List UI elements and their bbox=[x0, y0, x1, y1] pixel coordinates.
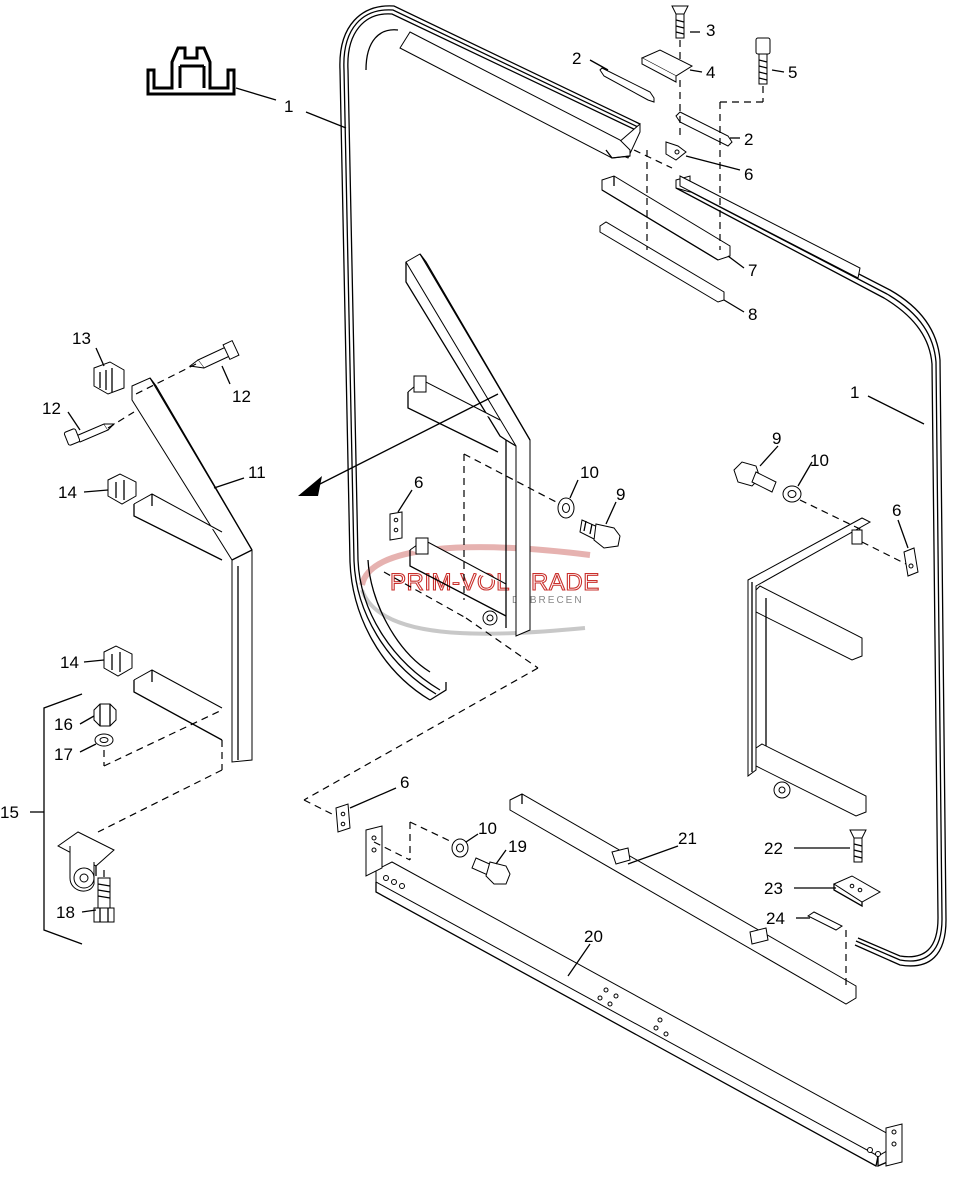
callout-6: 6 bbox=[400, 773, 409, 792]
assembly-lines-bottom bbox=[373, 821, 453, 861]
handle-frame-11 bbox=[131, 377, 253, 763]
direction-arrow bbox=[298, 393, 499, 496]
door-seal-frame bbox=[339, 5, 947, 967]
bracket-plate-23 bbox=[832, 875, 882, 908]
clip-14-lower bbox=[103, 645, 133, 677]
callout-1: 1 bbox=[284, 97, 293, 116]
bolt-9-right bbox=[733, 461, 777, 493]
callout-10: 10 bbox=[580, 463, 599, 482]
callouts: 1 1 2 2 3 4 5 6 6 6 6 7 8 9 9 10 10 10 1… bbox=[0, 21, 901, 946]
washer-10-center bbox=[557, 497, 575, 519]
callout-12: 12 bbox=[232, 387, 251, 406]
socket-screw-5 bbox=[755, 37, 771, 85]
clip-6-center bbox=[389, 511, 403, 541]
watermark-brand: PRIM-VOL TRADE bbox=[390, 569, 600, 596]
callout-19: 19 bbox=[508, 837, 527, 856]
right-handle-frame bbox=[747, 517, 907, 817]
callout-15: 15 bbox=[0, 803, 19, 822]
callout-2: 2 bbox=[572, 49, 581, 68]
callout-6: 6 bbox=[892, 501, 901, 520]
washer-17 bbox=[94, 733, 114, 747]
callout-6: 6 bbox=[744, 165, 753, 184]
callout-24: 24 bbox=[766, 909, 785, 928]
seal-strip-21 bbox=[509, 793, 857, 1005]
callout-14: 14 bbox=[58, 483, 77, 502]
center-handle-frame bbox=[405, 253, 531, 637]
assembly-lines-top bbox=[633, 40, 764, 250]
callout-5: 5 bbox=[788, 63, 797, 82]
callout-18: 18 bbox=[56, 903, 75, 922]
callout-20: 20 bbox=[584, 927, 603, 946]
countersunk-screw-22 bbox=[849, 829, 867, 863]
callout-3: 3 bbox=[706, 21, 715, 40]
leader-lines bbox=[67, 31, 925, 977]
callout-10: 10 bbox=[810, 451, 829, 470]
bracket-plate-4 bbox=[640, 49, 694, 83]
callout-10: 10 bbox=[478, 819, 497, 838]
callout-9: 9 bbox=[772, 429, 781, 448]
seal-profile-section bbox=[146, 46, 236, 96]
washer-10-right bbox=[782, 485, 863, 531]
assembly-lines-center bbox=[303, 453, 561, 817]
screw-12-upper bbox=[188, 339, 240, 369]
seal-piece-2-left bbox=[599, 67, 655, 103]
callout-16: 16 bbox=[54, 715, 73, 734]
callout-12: 12 bbox=[42, 399, 61, 418]
callout-17: 17 bbox=[54, 745, 73, 764]
nut-16 bbox=[93, 703, 117, 727]
callout-21: 21 bbox=[678, 829, 697, 848]
screw-12-lower bbox=[63, 423, 116, 446]
callout-7: 7 bbox=[748, 261, 757, 280]
callout-22: 22 bbox=[764, 839, 783, 858]
bolt-18 bbox=[93, 870, 115, 923]
clip-13 bbox=[93, 361, 125, 395]
watermark: PRIM-VOL TRADE DEBRECEN bbox=[359, 544, 600, 636]
callout-1: 1 bbox=[850, 383, 859, 402]
bolt-19 bbox=[471, 857, 511, 885]
kit-15-bracket bbox=[30, 693, 83, 945]
clip-6-bottom bbox=[335, 803, 351, 833]
roller-bracket bbox=[57, 831, 115, 892]
seal-piece-2-right bbox=[675, 111, 733, 147]
seal-segments-top bbox=[399, 31, 861, 279]
callout-11: 11 bbox=[248, 463, 266, 482]
callout-4: 4 bbox=[706, 63, 715, 82]
callout-9: 9 bbox=[616, 485, 625, 504]
washer-10-bottom bbox=[451, 838, 469, 858]
clip-14-upper bbox=[107, 473, 137, 505]
callout-6: 6 bbox=[414, 473, 423, 492]
callout-23: 23 bbox=[764, 879, 783, 898]
countersunk-screw-3 bbox=[671, 5, 689, 39]
rail-7 bbox=[601, 175, 731, 261]
callout-2: 2 bbox=[744, 130, 753, 149]
callout-13: 13 bbox=[72, 329, 91, 348]
callout-8: 8 bbox=[748, 305, 757, 324]
clip-6-top bbox=[665, 141, 687, 161]
clip-6-right bbox=[903, 547, 919, 577]
strip-24 bbox=[807, 911, 843, 931]
bolt-9-center bbox=[579, 519, 621, 549]
watermark-city: DEBRECEN bbox=[512, 595, 584, 606]
bottom-bar-20 bbox=[365, 825, 903, 1167]
callout-14: 14 bbox=[60, 653, 79, 672]
